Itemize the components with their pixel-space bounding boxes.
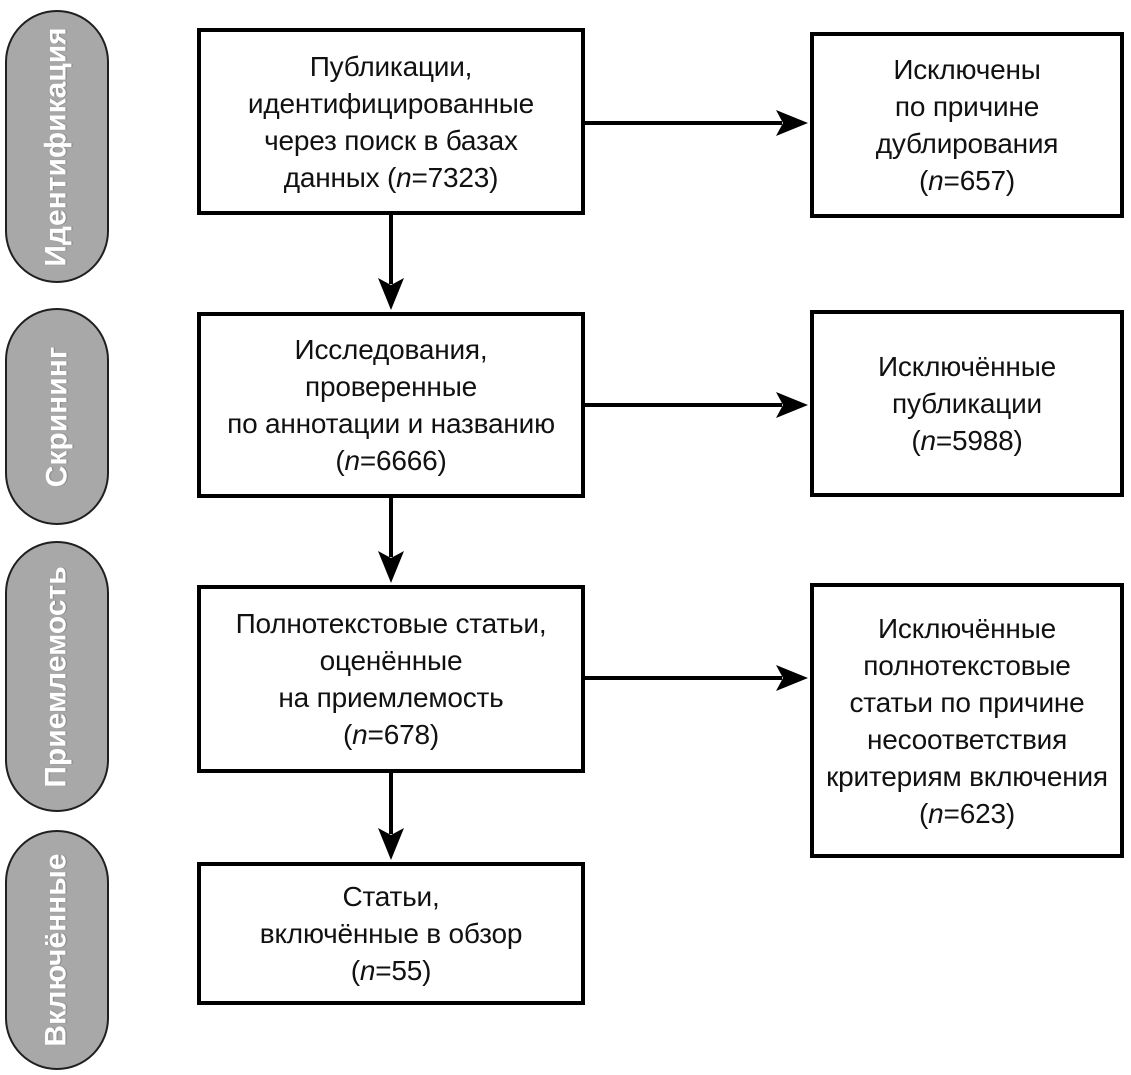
- box-text-line: Публикации,: [309, 50, 473, 82]
- count-pre: данных (: [283, 161, 397, 193]
- stage-label-eligibility: Приемлемость: [40, 565, 73, 788]
- box-count-line: (n=6666): [335, 442, 446, 479]
- box-text-line: по причине: [894, 91, 1040, 122]
- stage-pill-included: Включённые: [5, 830, 109, 1070]
- box-text-line: Исключённые: [878, 612, 1056, 644]
- stage-label-included: Включённые: [40, 853, 74, 1047]
- flow-box-screened-records: Исследования, проверенные по аннотации и…: [197, 312, 585, 498]
- count-value: =678): [367, 719, 440, 750]
- flow-box-fulltext-assessed: Полнотекстовые статьи, оценённые на прие…: [197, 585, 585, 773]
- count-value: =657): [943, 165, 1016, 196]
- box-text-line: оценённые: [319, 645, 463, 676]
- box-count-line: (n=5988): [911, 422, 1022, 459]
- box-text-line: проверенные: [304, 371, 477, 402]
- flow-box-identified-records: Публикации, идентифицированные через пои…: [197, 28, 585, 215]
- arrow-down-1: [378, 215, 404, 310]
- box-text-line: через поиск в базах: [264, 124, 518, 156]
- flow-box-included-articles: Статьи, включённые в обзор (n=55): [197, 862, 585, 1005]
- count-pre: (: [335, 445, 345, 476]
- box-text-line: статьи по причине: [849, 686, 1085, 718]
- box-count-line: (n=623): [919, 795, 1015, 832]
- box-text-line: критериям включения: [826, 760, 1108, 792]
- box-text-line: Исключены: [893, 54, 1041, 85]
- flow-box-excluded-duplicates: Исключены по причине дублирования (n=657…: [810, 32, 1124, 218]
- count-pre: (: [350, 955, 360, 986]
- count-value: =6666): [359, 445, 447, 476]
- arrow-down-3: [378, 773, 404, 860]
- flow-box-excluded-publications: Исключённые публикации (n=5988): [810, 310, 1124, 497]
- box-text-line: полнотекстовые: [863, 649, 1071, 681]
- box-text-line: идентифицированные: [247, 87, 535, 119]
- count-n-symbol: n: [928, 797, 944, 829]
- box-text-line: публикации: [892, 388, 1042, 419]
- stage-label-identification: Идентификация: [40, 26, 74, 267]
- box-count-line: данных (n=7323): [284, 159, 499, 196]
- arrow-right-row3: [585, 665, 808, 691]
- box-text-line: на приемлемость: [278, 682, 504, 713]
- count-value: =55): [375, 955, 432, 986]
- count-pre: (: [911, 425, 921, 456]
- box-text-line: Исследования,: [294, 334, 488, 365]
- stage-pill-eligibility: Приемлемость: [5, 541, 109, 812]
- count-value: =5988): [935, 425, 1023, 456]
- box-text-line: несоответствия: [866, 723, 1068, 755]
- count-value: =623): [943, 797, 1016, 829]
- count-value: =7323): [411, 161, 499, 193]
- stage-label-screening: Скрининг: [40, 346, 73, 487]
- count-n-symbol: n: [920, 425, 936, 456]
- box-text-line: включённые в обзор: [259, 918, 523, 949]
- box-text-line: по аннотации и названию: [227, 408, 555, 439]
- box-count-line: (n=55): [351, 952, 432, 989]
- count-n-symbol: n: [344, 445, 360, 476]
- count-n-symbol: n: [359, 955, 376, 986]
- box-text-line: Полнотекстовые статьи,: [235, 608, 547, 639]
- box-count-line: (n=678): [343, 716, 439, 753]
- arrow-right-row2: [585, 392, 808, 418]
- box-text-line: Исключённые: [878, 351, 1056, 382]
- count-n-symbol: n: [928, 165, 944, 196]
- box-text-line: дублирования: [875, 128, 1059, 159]
- stage-pill-screening: Скрининг: [5, 308, 109, 525]
- count-n-symbol: n: [396, 161, 412, 193]
- flow-box-excluded-fulltext: Исключённые полнотекстовые статьи по при…: [810, 583, 1124, 858]
- stage-pill-identification: Идентификация: [5, 10, 109, 283]
- box-text-line: Статьи,: [342, 881, 440, 912]
- arrow-right-row1: [585, 110, 808, 136]
- arrow-down-2: [378, 498, 404, 583]
- count-pre: (: [919, 165, 929, 196]
- box-count-line: (n=657): [919, 162, 1015, 199]
- count-n-symbol: n: [352, 719, 368, 750]
- count-pre: (: [919, 797, 929, 829]
- count-pre: (: [343, 719, 353, 750]
